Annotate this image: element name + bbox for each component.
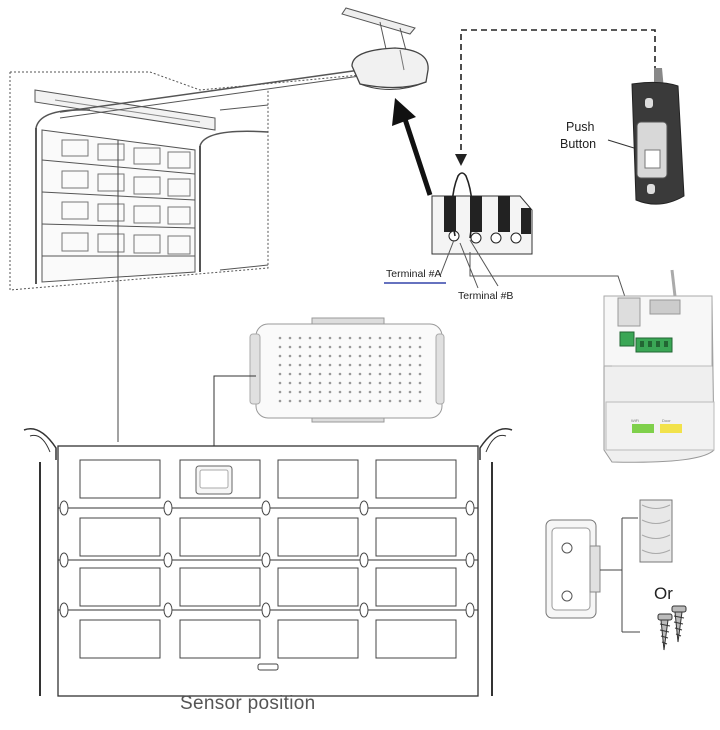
door-panel [79, 567, 161, 607]
door-panel [277, 567, 359, 607]
door-hinge [359, 552, 369, 568]
garage-door-opener [351, 47, 429, 91]
door-hinge [261, 500, 271, 516]
hub-door-label: Door [662, 418, 671, 423]
door-panel [375, 459, 457, 499]
mounting-sensor [545, 519, 601, 619]
push-button-label-line1: Push [566, 120, 595, 134]
bottom-screw-icon [647, 184, 655, 194]
push-button-device [631, 68, 685, 205]
screws-icon [657, 605, 687, 651]
door-hinge [465, 500, 475, 516]
door-hinge [465, 602, 475, 618]
hub-door-led [660, 424, 682, 433]
door-panel [277, 459, 359, 499]
door-panel [179, 567, 261, 607]
door-panel [277, 517, 359, 557]
door-panel [179, 517, 261, 557]
door-hinge [261, 552, 271, 568]
or-label: Or [654, 584, 673, 603]
door-hinge [163, 500, 173, 516]
sensor-position-label: Sensor position [180, 693, 316, 714]
hub-wifi-led [632, 424, 654, 433]
door-hinge [59, 500, 69, 516]
door-hinge [261, 602, 271, 618]
terminal-b-label: Terminal #B [458, 290, 514, 302]
door-hinge [59, 602, 69, 618]
push-button-label-line2: Button [560, 137, 597, 151]
terminal-block [431, 172, 533, 255]
garage-door-front [23, 428, 513, 697]
door-hinge [359, 602, 369, 618]
dashed-arrow-head [455, 154, 467, 166]
hub-device [603, 269, 715, 463]
door-sensor-large [249, 317, 445, 423]
door-panel [179, 619, 261, 659]
garage-illustration [9, 7, 416, 291]
door-hinge [163, 552, 173, 568]
hub-wifi-label: WiFi [631, 418, 639, 423]
door-hinge [465, 552, 475, 568]
mounting-bracket-lines [600, 517, 640, 633]
terminal-a-label: Terminal #A [386, 268, 442, 280]
door-panel [79, 619, 161, 659]
door-hinge [163, 602, 173, 618]
door-panel [375, 517, 457, 557]
door-panel [277, 619, 359, 659]
door-panel [79, 459, 161, 499]
door-panel [375, 619, 457, 659]
door-panel [79, 517, 161, 557]
wire-to-opener-arrow [392, 98, 433, 196]
door-hinge [359, 500, 369, 516]
dashed-connection-line [460, 29, 656, 160]
door-hinge [59, 552, 69, 568]
top-screw-icon [645, 98, 653, 108]
adhesive-tape-icon [639, 499, 673, 563]
door-sensor-small [195, 465, 233, 495]
door-panel [375, 567, 457, 607]
